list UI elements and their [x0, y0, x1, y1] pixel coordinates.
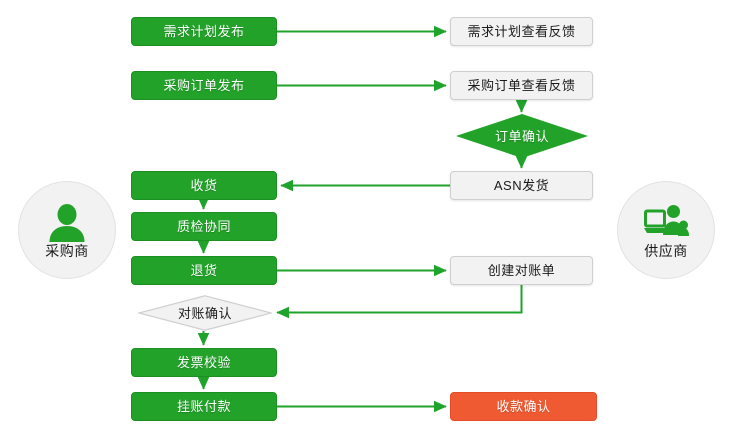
node-label: 退货 — [190, 263, 218, 278]
node-goods-receipt[interactable]: 收货 — [131, 171, 277, 200]
node-label: 需求计划发布 — [163, 24, 245, 39]
node-label: 对账确认 — [177, 305, 232, 321]
node-label: 收货 — [190, 178, 218, 193]
node-payable-payment[interactable]: 挂账付款 — [131, 392, 277, 421]
node-statement-confirm[interactable]: 对账确认 — [138, 295, 272, 331]
node-label: 发票校验 — [176, 355, 231, 370]
node-label: 质检协同 — [176, 219, 231, 234]
node-label: 订单确认 — [494, 128, 549, 144]
actor-buyer: 采购商 — [18, 181, 116, 279]
node-asn-shipment[interactable]: ASN发货 — [450, 171, 593, 200]
node-payment-receipt-confirm[interactable]: 收款确认 — [450, 392, 597, 421]
actor-supplier: 供应商 — [617, 181, 715, 279]
node-label: 采购订单查看反馈 — [467, 78, 576, 93]
node-label: 收款确认 — [496, 399, 551, 414]
node-demand-plan-feedback[interactable]: 需求计划查看反馈 — [450, 17, 593, 46]
diamond-shape — [138, 295, 272, 331]
node-label: ASN发货 — [493, 178, 550, 193]
node-label: 挂账付款 — [176, 399, 231, 414]
node-po-feedback[interactable]: 采购订单查看反馈 — [450, 71, 593, 100]
connector-statement-to-confirm — [276, 285, 523, 319]
diamond-shape — [456, 114, 588, 158]
person-with-computer-icon — [643, 203, 689, 243]
node-label: 创建对账单 — [487, 263, 556, 278]
actor-buyer-label: 采购商 — [45, 242, 89, 259]
node-po-publish[interactable]: 采购订单发布 — [131, 71, 277, 100]
node-label: 需求计划查看反馈 — [467, 24, 576, 39]
node-quality-collab[interactable]: 质检协同 — [131, 212, 277, 241]
node-label: 采购订单发布 — [163, 78, 245, 93]
node-order-confirm[interactable]: 订单确认 — [456, 114, 588, 158]
node-return-goods[interactable]: 退货 — [131, 256, 277, 285]
node-invoice-verify[interactable]: 发票校验 — [131, 348, 277, 377]
node-demand-plan-publish[interactable]: 需求计划发布 — [131, 17, 277, 46]
actor-supplier-label: 供应商 — [644, 242, 688, 259]
person-avatar-icon — [44, 203, 90, 243]
node-create-statement[interactable]: 创建对账单 — [450, 256, 593, 285]
